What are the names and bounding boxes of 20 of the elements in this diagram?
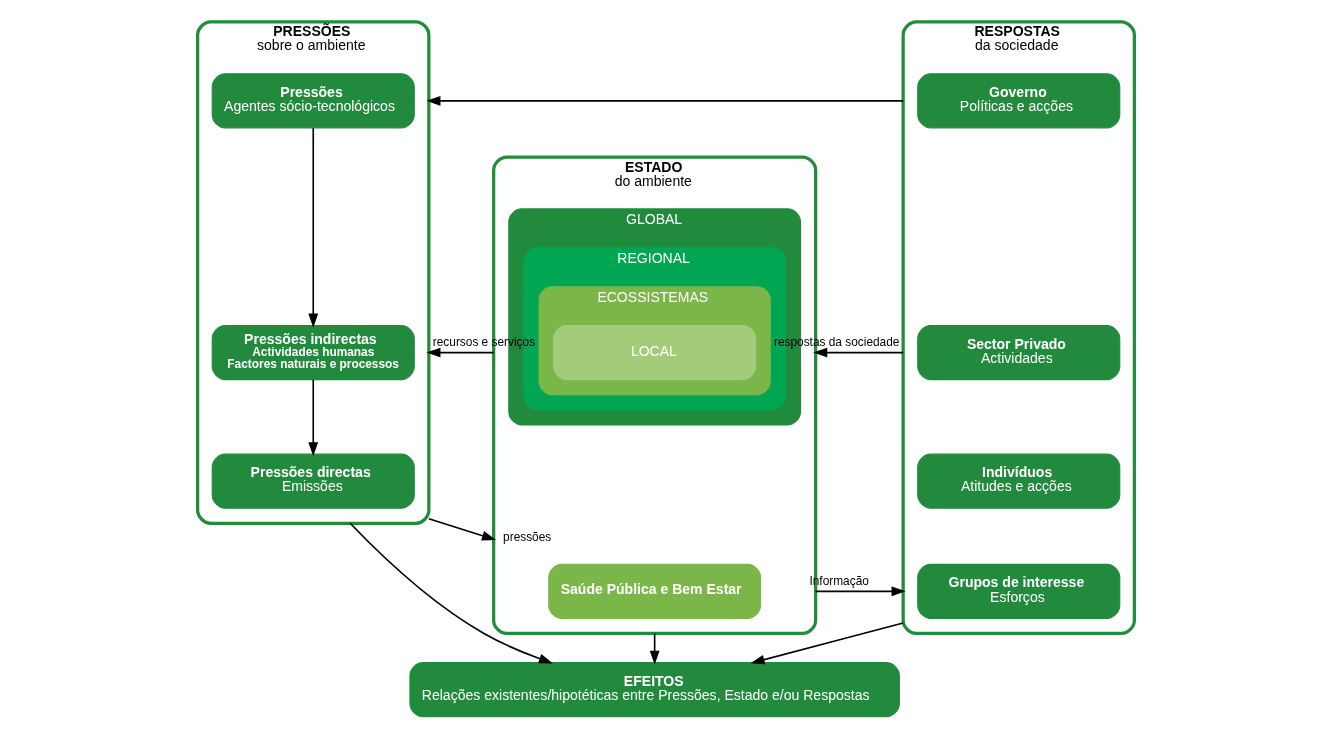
- node-box: EFEITOS Relações existentes/hipotéticas entre Pressões, Estado e/ou Respostas: [409, 661, 900, 717]
- node-box: Pressões indirectas Actividades humanas Factores naturais e processos: [211, 324, 415, 380]
- edge-label: pressões: [503, 529, 552, 544]
- arrow: [814, 585, 906, 596]
- arrow: [308, 126, 319, 328]
- arrow: [428, 517, 496, 540]
- node-box: LOCAL: [553, 324, 757, 380]
- arrow: [426, 347, 495, 357]
- node-box: Sector Privado Actividades: [917, 324, 1121, 380]
- arrow: [349, 521, 553, 663]
- node-box: Saúde Pública e Bem Estar: [548, 563, 762, 619]
- arrow: [813, 347, 904, 357]
- arrow: [426, 95, 904, 106]
- node-box: Pressões Agentes sócio-tecnológicos: [211, 72, 415, 128]
- node-box: Pressões directas Emissões: [211, 453, 415, 509]
- arrow: [750, 621, 904, 664]
- node-box: Indivíduos Atitudes e acções: [917, 453, 1121, 509]
- arrow: [308, 378, 319, 456]
- node-box: Governo Políticas e acções: [917, 72, 1121, 128]
- node-box: Grupos de interesse Esforços: [917, 563, 1121, 619]
